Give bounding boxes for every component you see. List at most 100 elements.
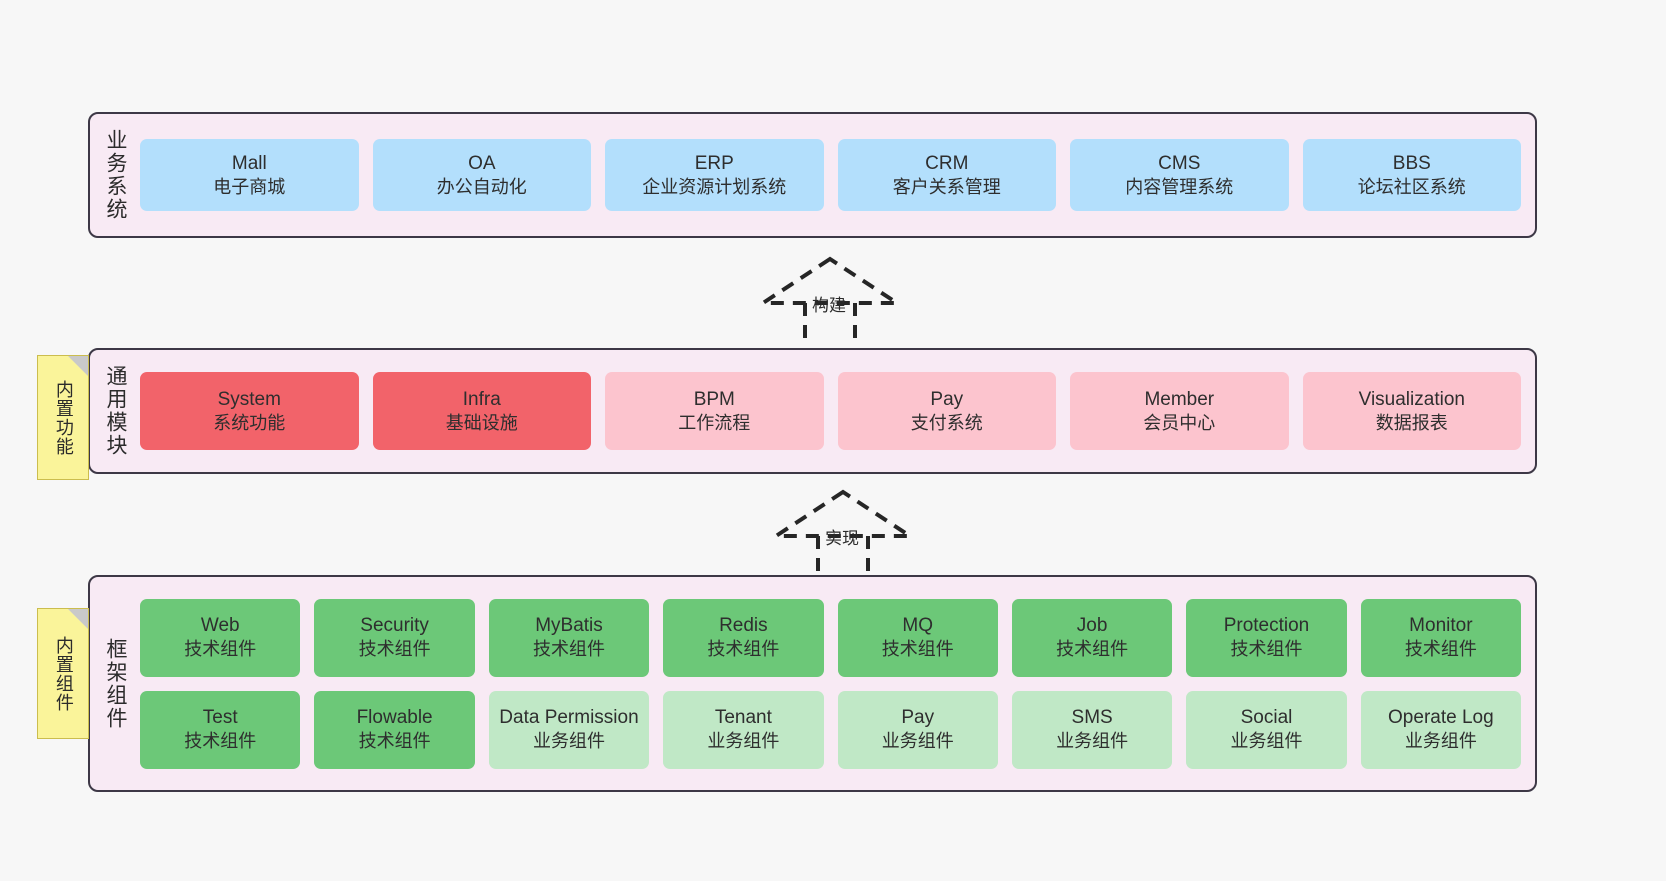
note-builtin-function-label: 内置功能 <box>53 379 74 456</box>
card-subtitle: 技术组件 <box>1404 639 1477 660</box>
card-crm[interactable]: CRM 客户关系管理 <box>837 139 1057 211</box>
card-member[interactable]: Member 会员中心 <box>1070 372 1289 450</box>
card-title: Job <box>1076 615 1108 637</box>
card-subtitle: 技术组件 <box>532 639 605 660</box>
card-subtitle: 数据报表 <box>1375 412 1448 433</box>
card-title: Protection <box>1223 615 1310 637</box>
card-subtitle: 技术组件 <box>1230 639 1303 660</box>
card-subtitle: 业务组件 <box>1404 731 1477 752</box>
layer-framework-cards: Web 技术组件 Security 技术组件 MyBatis 技术组件 Redi… <box>132 577 1535 790</box>
card-title: Security <box>360 615 429 637</box>
card-sms[interactable]: SMS 业务组件 <box>1011 690 1173 769</box>
card-row: Mall 电子商城 OA 办公自动化 ERP 企业资源计划系统 CRM 客户关系… <box>140 139 1522 211</box>
card-subtitle: 办公自动化 <box>436 176 527 197</box>
layer-common-module: 通用模块 System 系统功能 Infra 基础设施 BPM 工作流程 Pay… <box>88 348 1537 474</box>
note-builtin-component-label: 内置组件 <box>53 635 74 712</box>
card-title: CRM <box>925 152 969 174</box>
card-subtitle: 技术组件 <box>184 731 257 752</box>
card-subtitle: 技术组件 <box>184 639 257 660</box>
card-title: Member <box>1144 388 1215 410</box>
card-infra[interactable]: Infra 基础设施 <box>372 372 592 450</box>
card-title: Tenant <box>714 707 772 729</box>
card-system[interactable]: System 系统功能 <box>140 372 359 450</box>
card-subtitle: 技术组件 <box>707 639 780 660</box>
connector-implement-label: 实现 <box>825 529 859 548</box>
card-title: MQ <box>902 615 934 637</box>
card-erp[interactable]: ERP 企业资源计划系统 <box>605 139 824 211</box>
card-operate-log[interactable]: Operate Log 业务组件 <box>1360 690 1522 769</box>
note-builtin-function: 内置功能 <box>37 355 89 480</box>
card-bpm[interactable]: BPM 工作流程 <box>605 372 824 450</box>
card-title: System <box>217 388 281 410</box>
card-subtitle: 业务组件 <box>881 731 954 752</box>
card-subtitle: 系统功能 <box>213 412 286 433</box>
card-pay-business[interactable]: Pay 业务组件 <box>837 690 998 769</box>
card-subtitle: 基础设施 <box>445 412 518 433</box>
card-subtitle: 业务组件 <box>532 731 605 752</box>
card-subtitle: 业务组件 <box>707 731 780 752</box>
connector-build-label: 构建 <box>812 296 846 315</box>
layer-business-cards: Mall 电子商城 OA 办公自动化 ERP 企业资源计划系统 CRM 客户关系… <box>132 114 1535 236</box>
card-subtitle: 支付系统 <box>910 412 983 433</box>
card-title: Pay <box>901 707 935 729</box>
page-fold-icon <box>68 356 88 376</box>
layer-business-system: 业务系统 Mall 电子商城 OA 办公自动化 ERP 企业资源计划系统 CRM… <box>88 112 1537 238</box>
card-protection[interactable]: Protection 技术组件 <box>1186 598 1347 677</box>
card-subtitle: 电子商城 <box>213 176 286 197</box>
note-builtin-component: 内置组件 <box>37 608 89 739</box>
card-job[interactable]: Job 技术组件 <box>1011 598 1173 677</box>
card-title: Flowable <box>356 707 433 729</box>
card-subtitle: 业务组件 <box>1230 731 1303 752</box>
card-bbs[interactable]: BBS 论坛社区系统 <box>1302 139 1522 211</box>
card-monitor[interactable]: Monitor 技术组件 <box>1360 598 1522 677</box>
page-fold-icon <box>68 609 88 629</box>
card-subtitle: 工作流程 <box>678 412 751 433</box>
card-subtitle: 技术组件 <box>358 731 431 752</box>
card-row: Web 技术组件 Security 技术组件 MyBatis 技术组件 Redi… <box>140 598 1522 677</box>
card-security[interactable]: Security 技术组件 <box>314 598 475 677</box>
card-title: MyBatis <box>535 615 603 637</box>
card-mq[interactable]: MQ 技术组件 <box>837 598 998 677</box>
card-title: BBS <box>1392 152 1431 174</box>
layer-common-cards: System 系统功能 Infra 基础设施 BPM 工作流程 Pay 支付系统… <box>132 350 1535 472</box>
card-mall[interactable]: Mall 电子商城 <box>140 139 359 211</box>
connector-build: 构建 <box>755 255 905 343</box>
card-title: Pay <box>930 388 964 410</box>
card-title: Test <box>202 707 238 729</box>
card-pay[interactable]: Pay 支付系统 <box>837 372 1057 450</box>
card-tenant[interactable]: Tenant 业务组件 <box>663 690 824 769</box>
layer-title-common-module: 通用模块 <box>104 365 128 457</box>
card-title: CMS <box>1158 152 1201 174</box>
card-social[interactable]: Social 业务组件 <box>1186 690 1347 769</box>
card-redis[interactable]: Redis 技术组件 <box>663 598 824 677</box>
card-subtitle: 业务组件 <box>1056 731 1129 752</box>
card-subtitle: 内容管理系统 <box>1125 176 1234 197</box>
card-test[interactable]: Test 技术组件 <box>140 690 301 769</box>
card-visualization[interactable]: Visualization 数据报表 <box>1302 372 1522 450</box>
card-data-permission[interactable]: Data Permission 业务组件 <box>488 690 650 769</box>
card-mybatis[interactable]: MyBatis 技术组件 <box>488 598 650 677</box>
card-subtitle: 会员中心 <box>1143 412 1216 433</box>
card-cms[interactable]: CMS 内容管理系统 <box>1070 139 1289 211</box>
card-row: System 系统功能 Infra 基础设施 BPM 工作流程 Pay 支付系统… <box>140 372 1522 450</box>
card-title: Data Permission <box>499 707 639 729</box>
card-oa[interactable]: OA 办公自动化 <box>372 139 592 211</box>
card-title: Mall <box>231 152 267 174</box>
card-title: Redis <box>719 615 768 637</box>
card-title: Social <box>1240 707 1293 729</box>
card-title: BPM <box>693 388 735 410</box>
card-title: Visualization <box>1358 388 1465 410</box>
connector-build-arrow <box>756 256 904 343</box>
card-subtitle: 企业资源计划系统 <box>642 176 787 197</box>
card-subtitle: 技术组件 <box>1056 639 1129 660</box>
layer-framework-component: 框架组件 Web 技术组件 Security 技术组件 MyBatis 技术组件… <box>88 575 1537 792</box>
connector-implement-arrow <box>769 489 917 576</box>
card-row: Test 技术组件 Flowable 技术组件 Data Permission … <box>140 690 1522 769</box>
card-subtitle: 客户关系管理 <box>892 176 1001 197</box>
card-subtitle: 技术组件 <box>881 639 954 660</box>
card-subtitle: 论坛社区系统 <box>1357 176 1466 197</box>
card-web[interactable]: Web 技术组件 <box>140 598 301 677</box>
card-title: Monitor <box>1409 615 1473 637</box>
card-flowable[interactable]: Flowable 技术组件 <box>314 690 475 769</box>
layer-title-framework-component: 框架组件 <box>104 637 128 730</box>
